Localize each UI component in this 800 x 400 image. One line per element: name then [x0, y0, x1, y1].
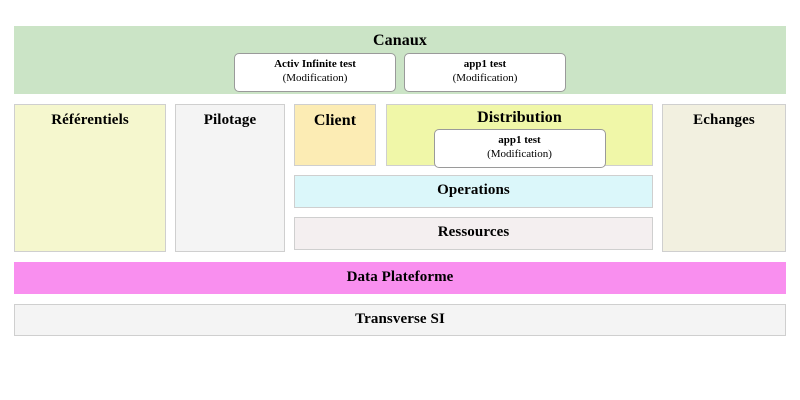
zone-operations-title: Operations: [437, 182, 510, 198]
zone-client[interactable]: Client: [294, 104, 376, 166]
app-chip[interactable]: app1 test (Modification): [404, 53, 566, 92]
zone-pilotage-title: Pilotage: [203, 112, 257, 128]
zone-distribution[interactable]: Distribution app1 test (Modification): [386, 104, 653, 168]
app-chip-state: (Modification): [452, 72, 518, 85]
zone-transverse-si[interactable]: Transverse SI: [14, 304, 786, 336]
center-top-row: Client Distribution app1 test (Modificat…: [294, 104, 653, 168]
zone-ressources-title: Ressources: [437, 224, 510, 240]
zone-data-plateforme-title: Data Plateforme: [346, 269, 454, 285]
app-chip-state: (Modification): [487, 148, 552, 161]
zone-canaux[interactable]: Canaux Activ Infinite test (Modification…: [14, 26, 786, 94]
app-chip-name: app1 test: [498, 134, 541, 147]
app-chip-state: (Modification): [282, 72, 348, 85]
app-chip-name: app1 test: [463, 58, 507, 71]
app-chip-name: Activ Infinite test: [274, 58, 356, 71]
zone-referentiels-title: Référentiels: [51, 112, 129, 128]
zone-pilotage[interactable]: Pilotage: [175, 104, 285, 252]
zone-data-plateforme[interactable]: Data Plateforme: [14, 262, 786, 294]
zone-canaux-title: Canaux: [373, 32, 427, 49]
zone-operations[interactable]: Operations: [294, 175, 653, 208]
center-stack: Client Distribution app1 test (Modificat…: [294, 104, 653, 252]
zone-echanges-title: Echanges: [693, 112, 755, 128]
zone-echanges[interactable]: Echanges: [662, 104, 786, 252]
zone-distribution-apps: app1 test (Modification): [387, 127, 652, 172]
app-chip[interactable]: app1 test (Modification): [433, 129, 606, 168]
zone-ressources[interactable]: Ressources: [294, 217, 653, 250]
zone-distribution-title: Distribution: [477, 109, 562, 126]
app-chip[interactable]: Activ Infinite test (Modification): [234, 53, 396, 92]
zone-transverse-si-title: Transverse SI: [355, 311, 445, 327]
middle-band: Référentiels Pilotage Client Distributio…: [14, 104, 786, 252]
zone-client-title: Client: [313, 112, 357, 129]
zone-canaux-apps: Activ Infinite test (Modification) app1 …: [15, 50, 785, 100]
zone-referentiels[interactable]: Référentiels: [14, 104, 166, 252]
